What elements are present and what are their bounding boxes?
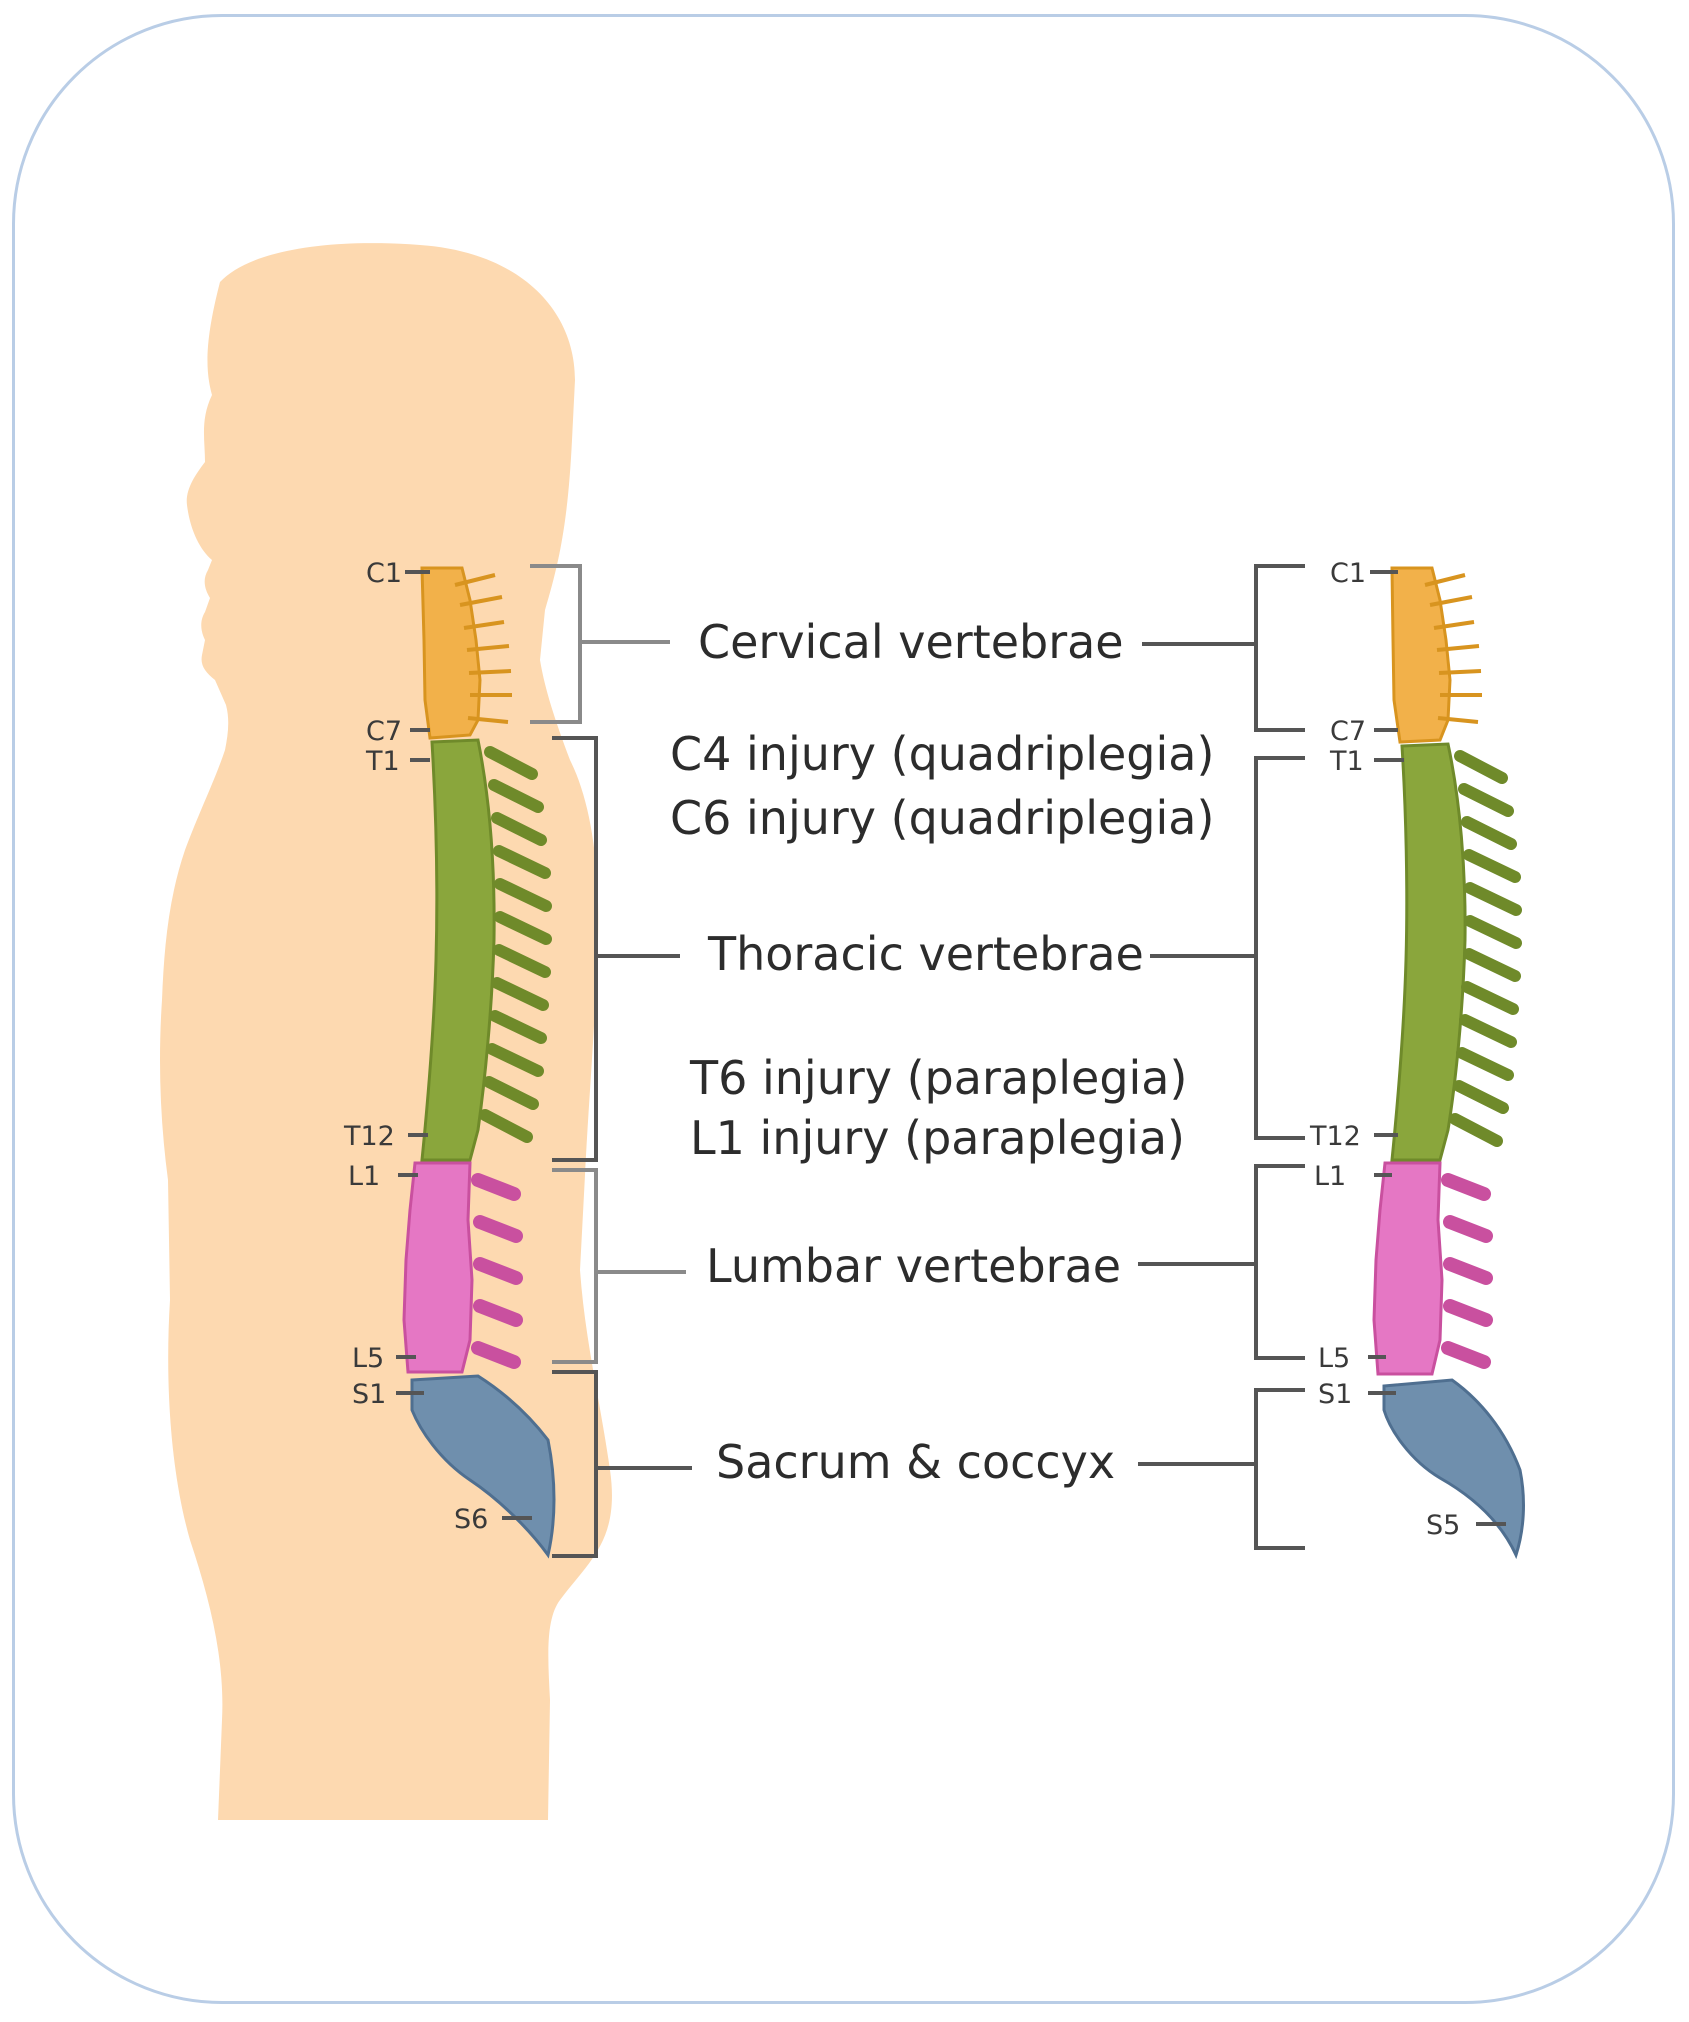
label-c7-left: C7 (366, 716, 402, 747)
label-c1-left: C1 (366, 558, 402, 589)
label-l1-left: L1 (348, 1161, 380, 1192)
cervical-vertebrae-right (1392, 568, 1450, 742)
cervical-label: Cervical vertebrae (698, 615, 1124, 669)
bracket-sacrum-right (1138, 1390, 1305, 1548)
label-c7-right: C7 (1330, 716, 1366, 747)
label-s6-left: S6 (454, 1504, 488, 1535)
sacrum-label: Sacrum & coccyx (716, 1435, 1115, 1489)
label-s5-right: S5 (1426, 1510, 1460, 1541)
injury-t6-label: T6 injury (paraplegia) (689, 1051, 1187, 1105)
label-l5-right: L5 (1318, 1343, 1350, 1374)
label-t1-left: T1 (365, 746, 400, 777)
bracket-cervical-right (1142, 566, 1305, 730)
injury-c6-label: C6 injury (quadriplegia) (670, 791, 1214, 845)
bracket-cervical-left (530, 566, 670, 722)
injury-l1-label: L1 injury (paraplegia) (690, 1111, 1185, 1165)
label-t12-right: T12 (1309, 1121, 1361, 1152)
thoracic-label: Thoracic vertebrae (707, 927, 1144, 981)
label-l5-left: L5 (352, 1343, 384, 1374)
bracket-lumbar-right (1138, 1166, 1305, 1358)
lumbar-vertebrae-left (404, 1163, 472, 1372)
right-spine (1374, 568, 1523, 1555)
label-l1-right: L1 (1314, 1161, 1346, 1192)
label-c1-right: C1 (1330, 558, 1366, 589)
label-t12-left: T12 (343, 1121, 395, 1152)
lumbar-vertebrae-right (1374, 1163, 1442, 1374)
label-s1-right: S1 (1318, 1379, 1352, 1410)
lumbar-label: Lumbar vertebrae (706, 1239, 1121, 1293)
injury-c4-label: C4 injury (quadriplegia) (670, 727, 1214, 781)
body-silhouette (160, 243, 612, 1820)
label-t1-right: T1 (1329, 746, 1364, 777)
thoracic-vertebrae-right (1392, 744, 1465, 1160)
label-s1-left: S1 (352, 1379, 386, 1410)
